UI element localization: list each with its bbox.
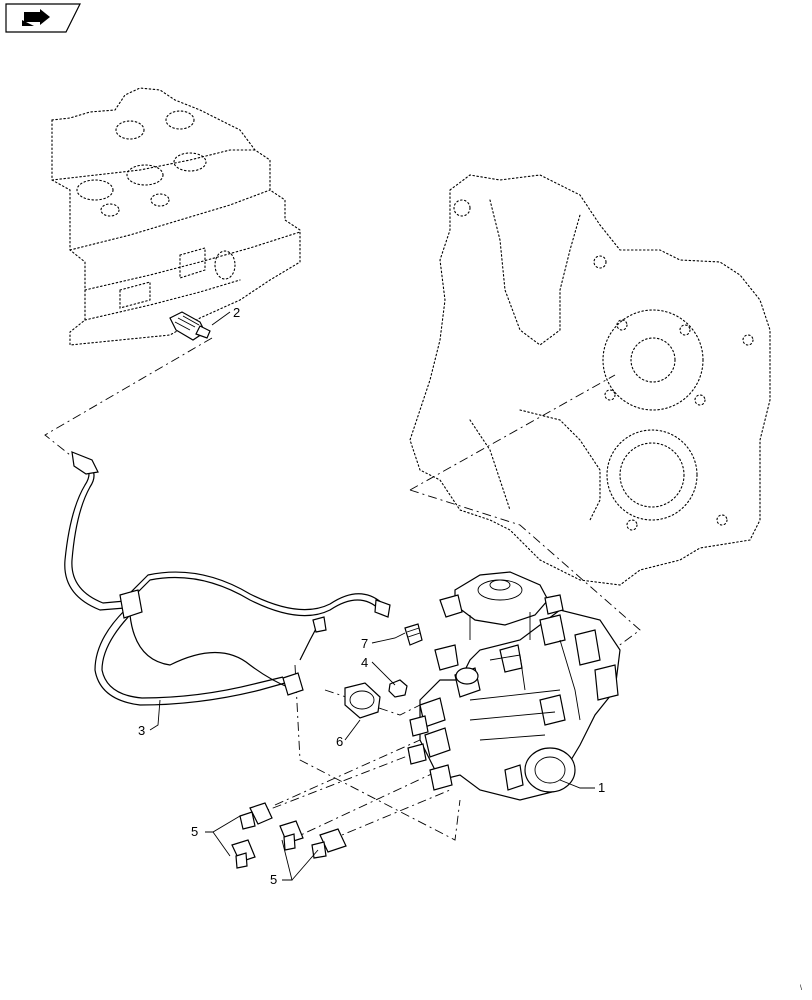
guide-lines bbox=[44, 337, 641, 841]
corner-mark: \ bbox=[800, 985, 802, 992]
part-5-fitting-d bbox=[311, 828, 347, 859]
callout-5-upper: 5 bbox=[191, 824, 198, 839]
part-5-fitting-b bbox=[231, 839, 256, 869]
part-6-cap bbox=[344, 682, 381, 719]
page-arrow-icon bbox=[22, 9, 50, 26]
part-1-injection-pump bbox=[407, 571, 621, 801]
part-2-fitting bbox=[169, 311, 211, 341]
nav-badge[interactable] bbox=[5, 3, 81, 33]
part-4-nut bbox=[388, 679, 408, 698]
part-7-fitting bbox=[404, 623, 423, 646]
part-5-fitting-c bbox=[279, 820, 304, 851]
leader-lines bbox=[149, 311, 595, 881]
cylinder-head-outline bbox=[51, 87, 301, 346]
callout-3: 3 bbox=[138, 723, 145, 738]
callout-2: 2 bbox=[233, 305, 240, 320]
part-5-fitting-a bbox=[239, 802, 273, 830]
callout-5-lower: 5 bbox=[270, 872, 277, 887]
callout-7: 7 bbox=[361, 636, 368, 651]
part-3-harness bbox=[64, 451, 391, 706]
callout-1: 1 bbox=[598, 780, 605, 795]
callout-6: 6 bbox=[336, 734, 343, 749]
callout-4: 4 bbox=[361, 655, 368, 670]
gear-housing-outline bbox=[409, 174, 771, 586]
